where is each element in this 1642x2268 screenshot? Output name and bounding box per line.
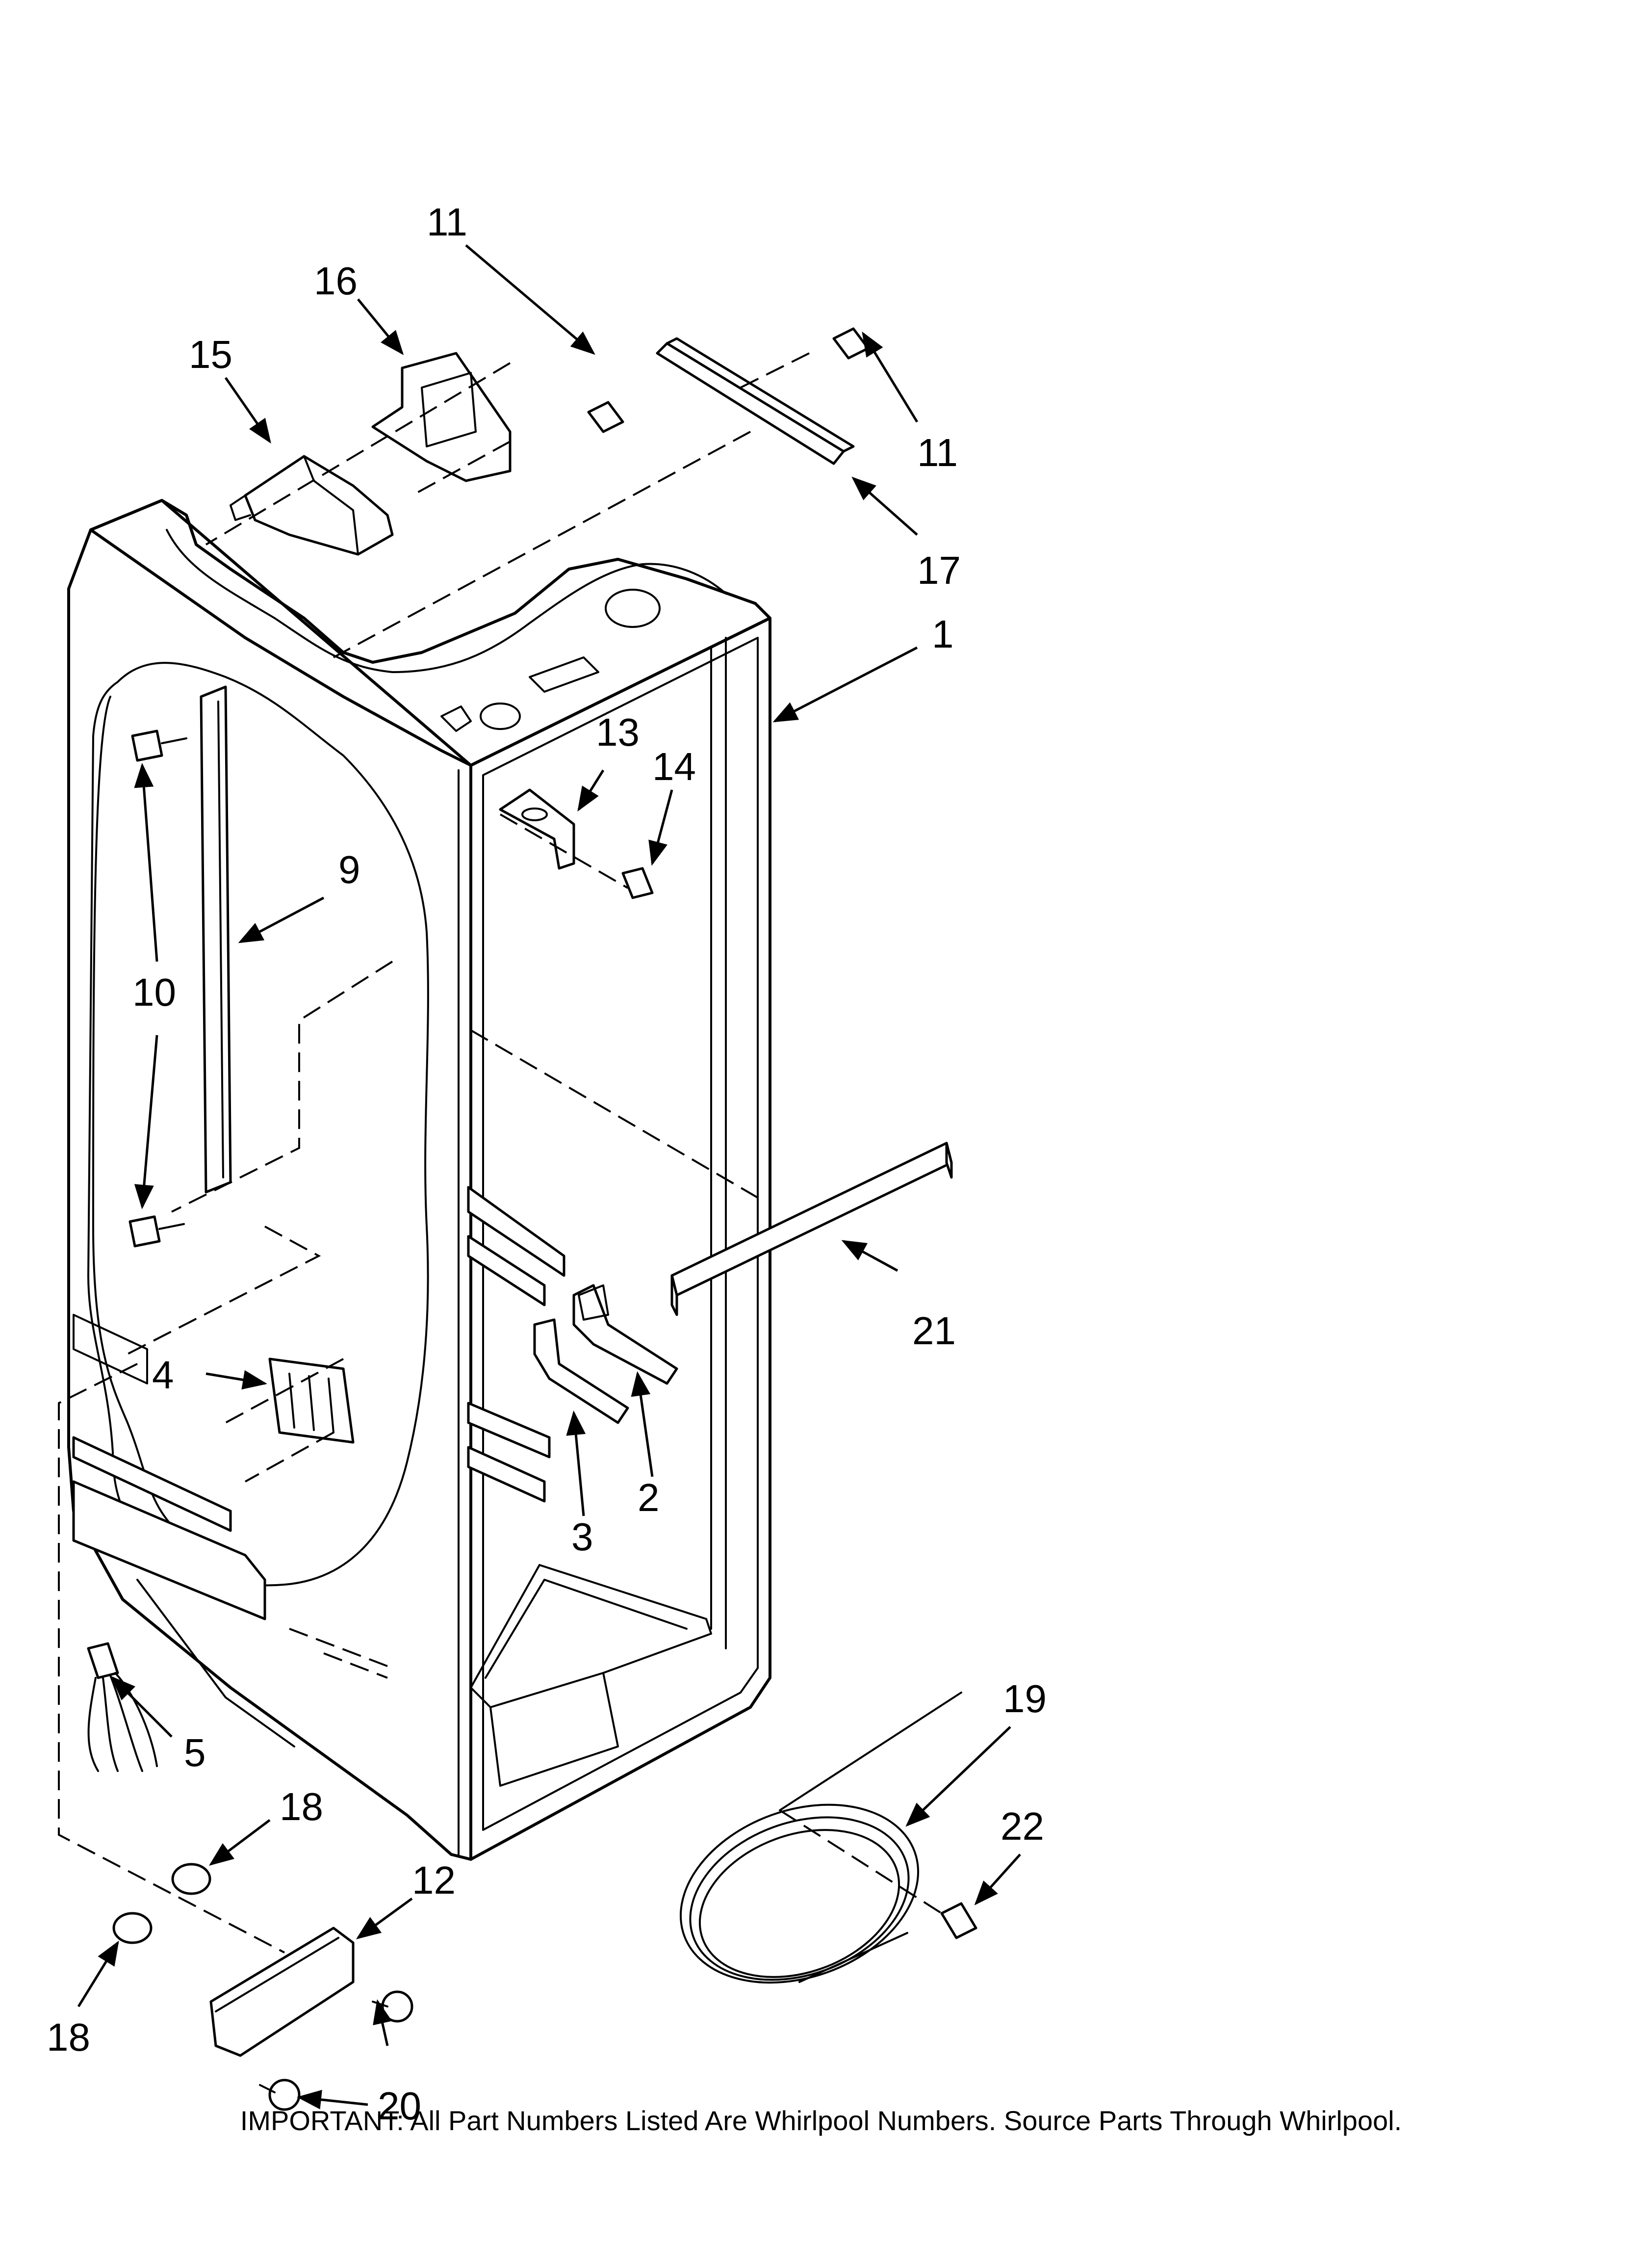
callout-4: 4 — [152, 1353, 174, 1397]
callout-10: 10 — [132, 970, 176, 1014]
callout-12: 12 — [412, 1858, 456, 1902]
bracket-part-3 — [533, 1318, 629, 1424]
cap-part-18-upper — [171, 1863, 211, 1895]
callout-22: 22 — [1001, 1804, 1044, 1848]
air-vent-part-4 — [268, 1357, 355, 1444]
callout-11-top: 11 — [427, 200, 467, 244]
assembly-guide-lines — [58, 352, 943, 1954]
callout-11-right: 11 — [917, 431, 958, 474]
control-housing-part-15 — [230, 455, 394, 556]
screw-part-11-right — [832, 327, 870, 360]
screw-part-11-left — [587, 401, 624, 433]
bracket-part-16 — [371, 352, 512, 482]
screw-part-10-lower — [128, 1215, 185, 1248]
callout-18-upper: 18 — [280, 1785, 323, 1828]
bracket-part-12 — [209, 1927, 355, 2057]
callout-21: 21 — [912, 1309, 956, 1353]
bracket-part-2 — [572, 1284, 678, 1385]
bracket-part-13 — [499, 788, 575, 870]
cap-part-18-lower — [112, 1912, 153, 1944]
wire-harness-part-5 — [87, 1642, 158, 1772]
support-bar-part-21 — [670, 1142, 953, 1316]
callout-1: 1 — [932, 612, 954, 656]
callout-20: 20 — [378, 2084, 421, 2128]
callout-17: 17 — [917, 548, 961, 592]
callout-18-lower: 18 — [47, 2015, 90, 2059]
channel-part-17 — [656, 337, 855, 465]
footer-important-note: IMPORTANT: All Part Numbers Listed Are W… — [240, 2105, 1402, 2136]
leader-arrows — [77, 244, 1021, 2110]
water-tube-coil-part-19 — [679, 1692, 962, 1984]
cabinet-liner — [67, 499, 771, 1861]
callout-5: 5 — [184, 1731, 206, 1774]
callout-9: 9 — [338, 848, 360, 891]
screw-part-22 — [940, 1902, 977, 1939]
callout-labels: 11 16 15 11 17 1 13 14 9 10 21 4 2 3 5 1… — [47, 200, 1047, 2128]
callout-19: 19 — [1003, 1677, 1047, 1721]
callout-14: 14 — [652, 745, 696, 788]
callout-16: 16 — [314, 259, 358, 303]
shelf-support-rail — [200, 685, 232, 1194]
callout-13: 13 — [596, 710, 640, 754]
callout-15: 15 — [189, 333, 232, 376]
screw-part-10-upper — [131, 730, 187, 762]
callout-2: 2 — [638, 1476, 660, 1519]
screw-part-14 — [621, 867, 654, 899]
callout-3: 3 — [571, 1515, 593, 1559]
